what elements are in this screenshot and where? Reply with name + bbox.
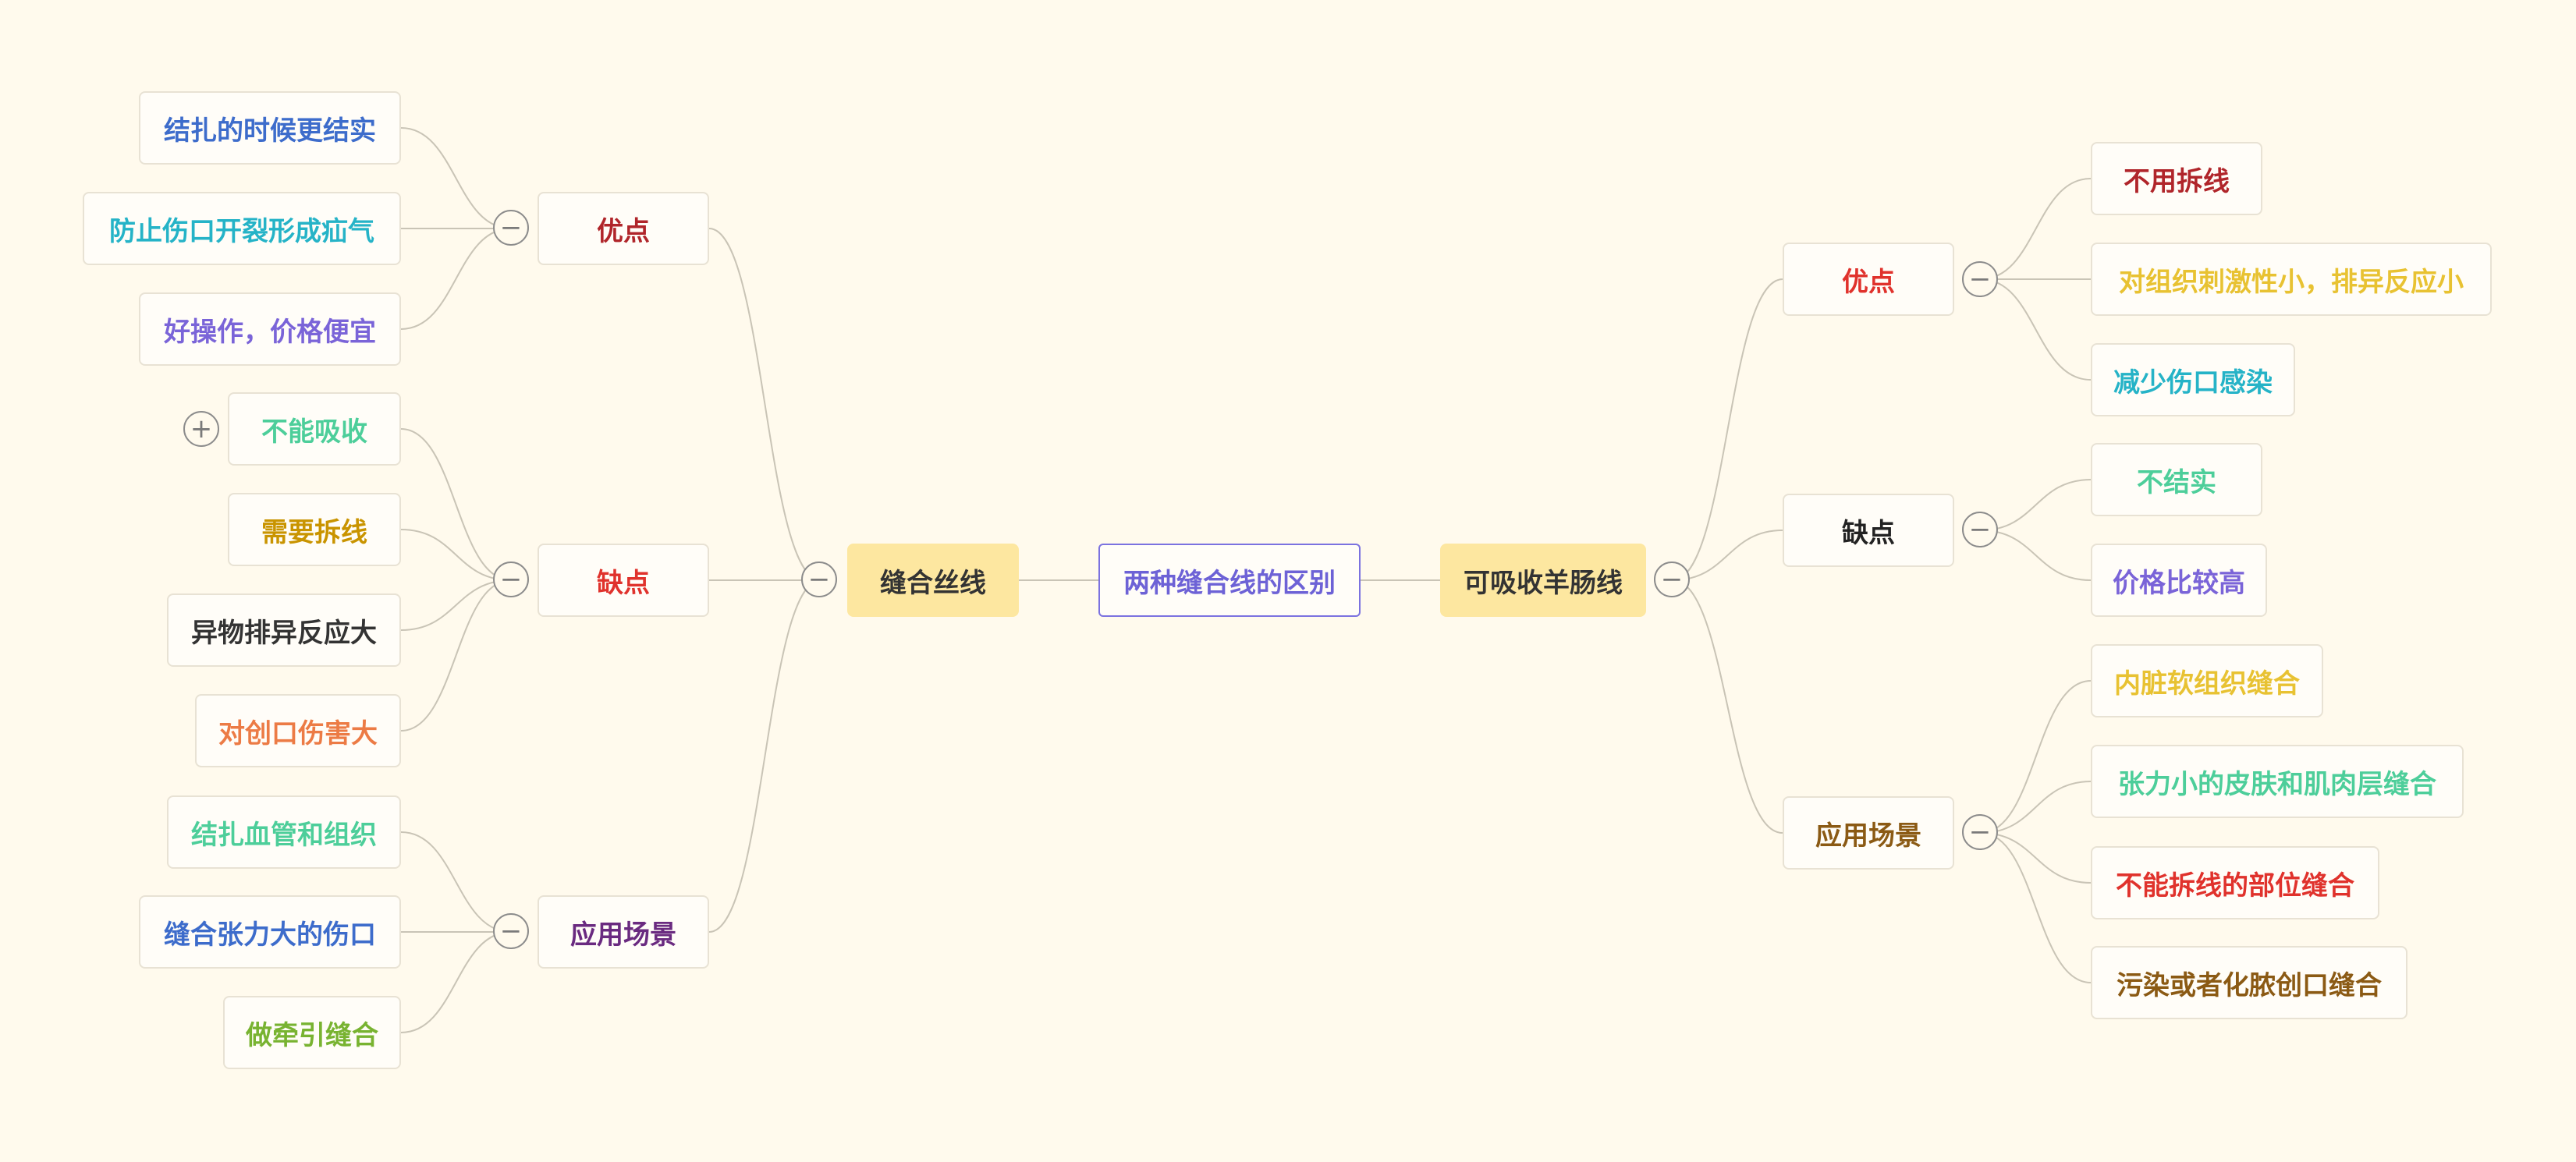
collapse-toggle-right-pros[interactable]: − xyxy=(1962,261,1998,297)
collapse-toggle-left-pros[interactable]: − xyxy=(493,210,529,246)
left-group-cons[interactable]: 缺点 xyxy=(538,544,709,617)
edge-left-1-item-1 xyxy=(400,127,512,229)
left-cons-item-3[interactable]: 异物排异反应大 xyxy=(167,593,401,667)
left-scenarios-item-3[interactable]: 做牵引缝合 xyxy=(223,996,401,1069)
left-pros-item-3[interactable]: 好操作，价格便宜 xyxy=(139,292,401,366)
edge-left-3-item-3 xyxy=(400,931,512,1033)
edge-right-3-item-2 xyxy=(1980,781,2092,834)
edge-right-1-item-1 xyxy=(1980,178,2092,280)
collapse-toggle-right-scenarios[interactable]: − xyxy=(1962,814,1998,850)
edge-right-group-3 xyxy=(1672,579,1783,834)
right-group-pros[interactable]: 优点 xyxy=(1783,243,1954,316)
collapse-toggle-right-cons[interactable]: − xyxy=(1962,512,1998,547)
left-cons-item-2[interactable]: 需要拆线 xyxy=(228,493,401,566)
collapse-toggle-left-cons[interactable]: − xyxy=(493,562,529,597)
main-topic-catgut-suture[interactable]: 可吸收羊肠线 xyxy=(1440,544,1646,617)
right-cons-item-1[interactable]: 不结实 xyxy=(2091,443,2262,516)
root-topic[interactable]: 两种缝合线的区别 xyxy=(1098,544,1361,617)
edge-right-3-item-3 xyxy=(1980,832,2092,884)
left-cons-item-1[interactable]: 不能吸收 xyxy=(228,392,401,466)
right-scenarios-item-1[interactable]: 内脏软组织缝合 xyxy=(2091,644,2323,717)
edge-left-1-item-3 xyxy=(400,228,512,330)
edge-left-group-1 xyxy=(708,228,821,581)
left-pros-item-2[interactable]: 防止伤口开裂形成疝气 xyxy=(83,192,401,265)
right-pros-item-1[interactable]: 不用拆线 xyxy=(2091,142,2262,215)
edge-right-2-item-2 xyxy=(1980,530,2092,581)
left-scenarios-item-1[interactable]: 结扎血管和组织 xyxy=(167,795,401,869)
collapse-toggle-silk[interactable]: − xyxy=(801,562,837,597)
left-group-pros[interactable]: 优点 xyxy=(538,192,709,265)
edge-right-3-item-1 xyxy=(1980,680,2092,834)
edge-left-3-item-1 xyxy=(400,831,512,933)
edge-left-2-item-1 xyxy=(400,428,512,581)
edge-left-2-item-4 xyxy=(400,579,512,732)
edge-right-group-1 xyxy=(1672,278,1783,581)
left-pros-item-1[interactable]: 结扎的时候更结实 xyxy=(139,91,401,165)
collapse-toggle-left-scenarios[interactable]: − xyxy=(493,913,529,949)
right-scenarios-item-3[interactable]: 不能拆线的部位缝合 xyxy=(2091,846,2379,919)
right-group-cons[interactable]: 缺点 xyxy=(1783,494,1954,567)
edge-right-2-item-1 xyxy=(1980,479,2092,531)
left-scenarios-item-2[interactable]: 缝合张力大的伤口 xyxy=(139,895,401,969)
right-group-scenarios[interactable]: 应用场景 xyxy=(1783,796,1954,870)
edge-right-1-item-3 xyxy=(1980,278,2092,381)
edge-right-3-item-4 xyxy=(1980,832,2092,983)
edge-right-group-2 xyxy=(1672,530,1783,581)
right-scenarios-item-4[interactable]: 污染或者化脓创口缝合 xyxy=(2091,946,2407,1019)
left-cons-item-4[interactable]: 对创口伤害大 xyxy=(195,694,401,767)
right-scenarios-item-2[interactable]: 张力小的皮肤和肌肉层缝合 xyxy=(2091,745,2464,818)
main-topic-silk-suture[interactable]: 缝合丝线 xyxy=(847,544,1019,617)
collapse-toggle-catgut[interactable]: − xyxy=(1654,562,1690,597)
expand-toggle-cannot-absorb[interactable]: + xyxy=(183,411,219,447)
right-pros-item-3[interactable]: 减少伤口感染 xyxy=(2091,343,2295,416)
right-cons-item-2[interactable]: 价格比较高 xyxy=(2091,544,2267,617)
right-pros-item-2[interactable]: 对组织刺激性小，排异反应小 xyxy=(2091,243,2492,316)
edge-left-group-3 xyxy=(708,579,821,933)
left-group-scenarios[interactable]: 应用场景 xyxy=(538,895,709,969)
